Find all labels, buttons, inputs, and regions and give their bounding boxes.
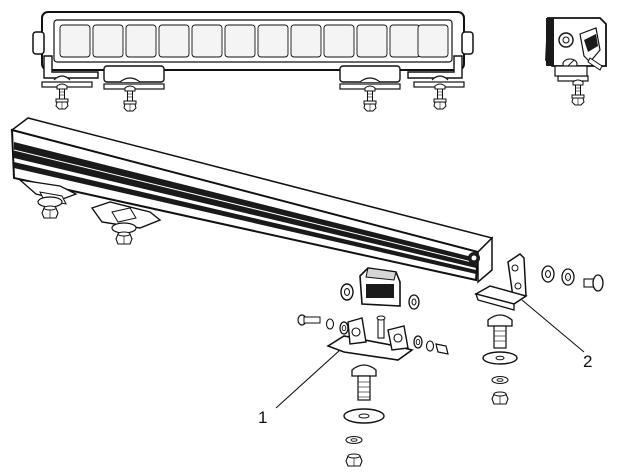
leader-line-2 [521,299,585,353]
leader-line-1 [275,349,341,409]
callout-label-1: 1 [258,408,268,427]
mounting-kit-2 [474,253,604,405]
mounting-kit-1 [297,267,449,467]
light-bar-side-view [545,17,607,106]
light-bar-front-view [32,11,474,112]
light-bar-isometric [10,117,494,284]
callout-label-2: 2 [583,352,593,371]
